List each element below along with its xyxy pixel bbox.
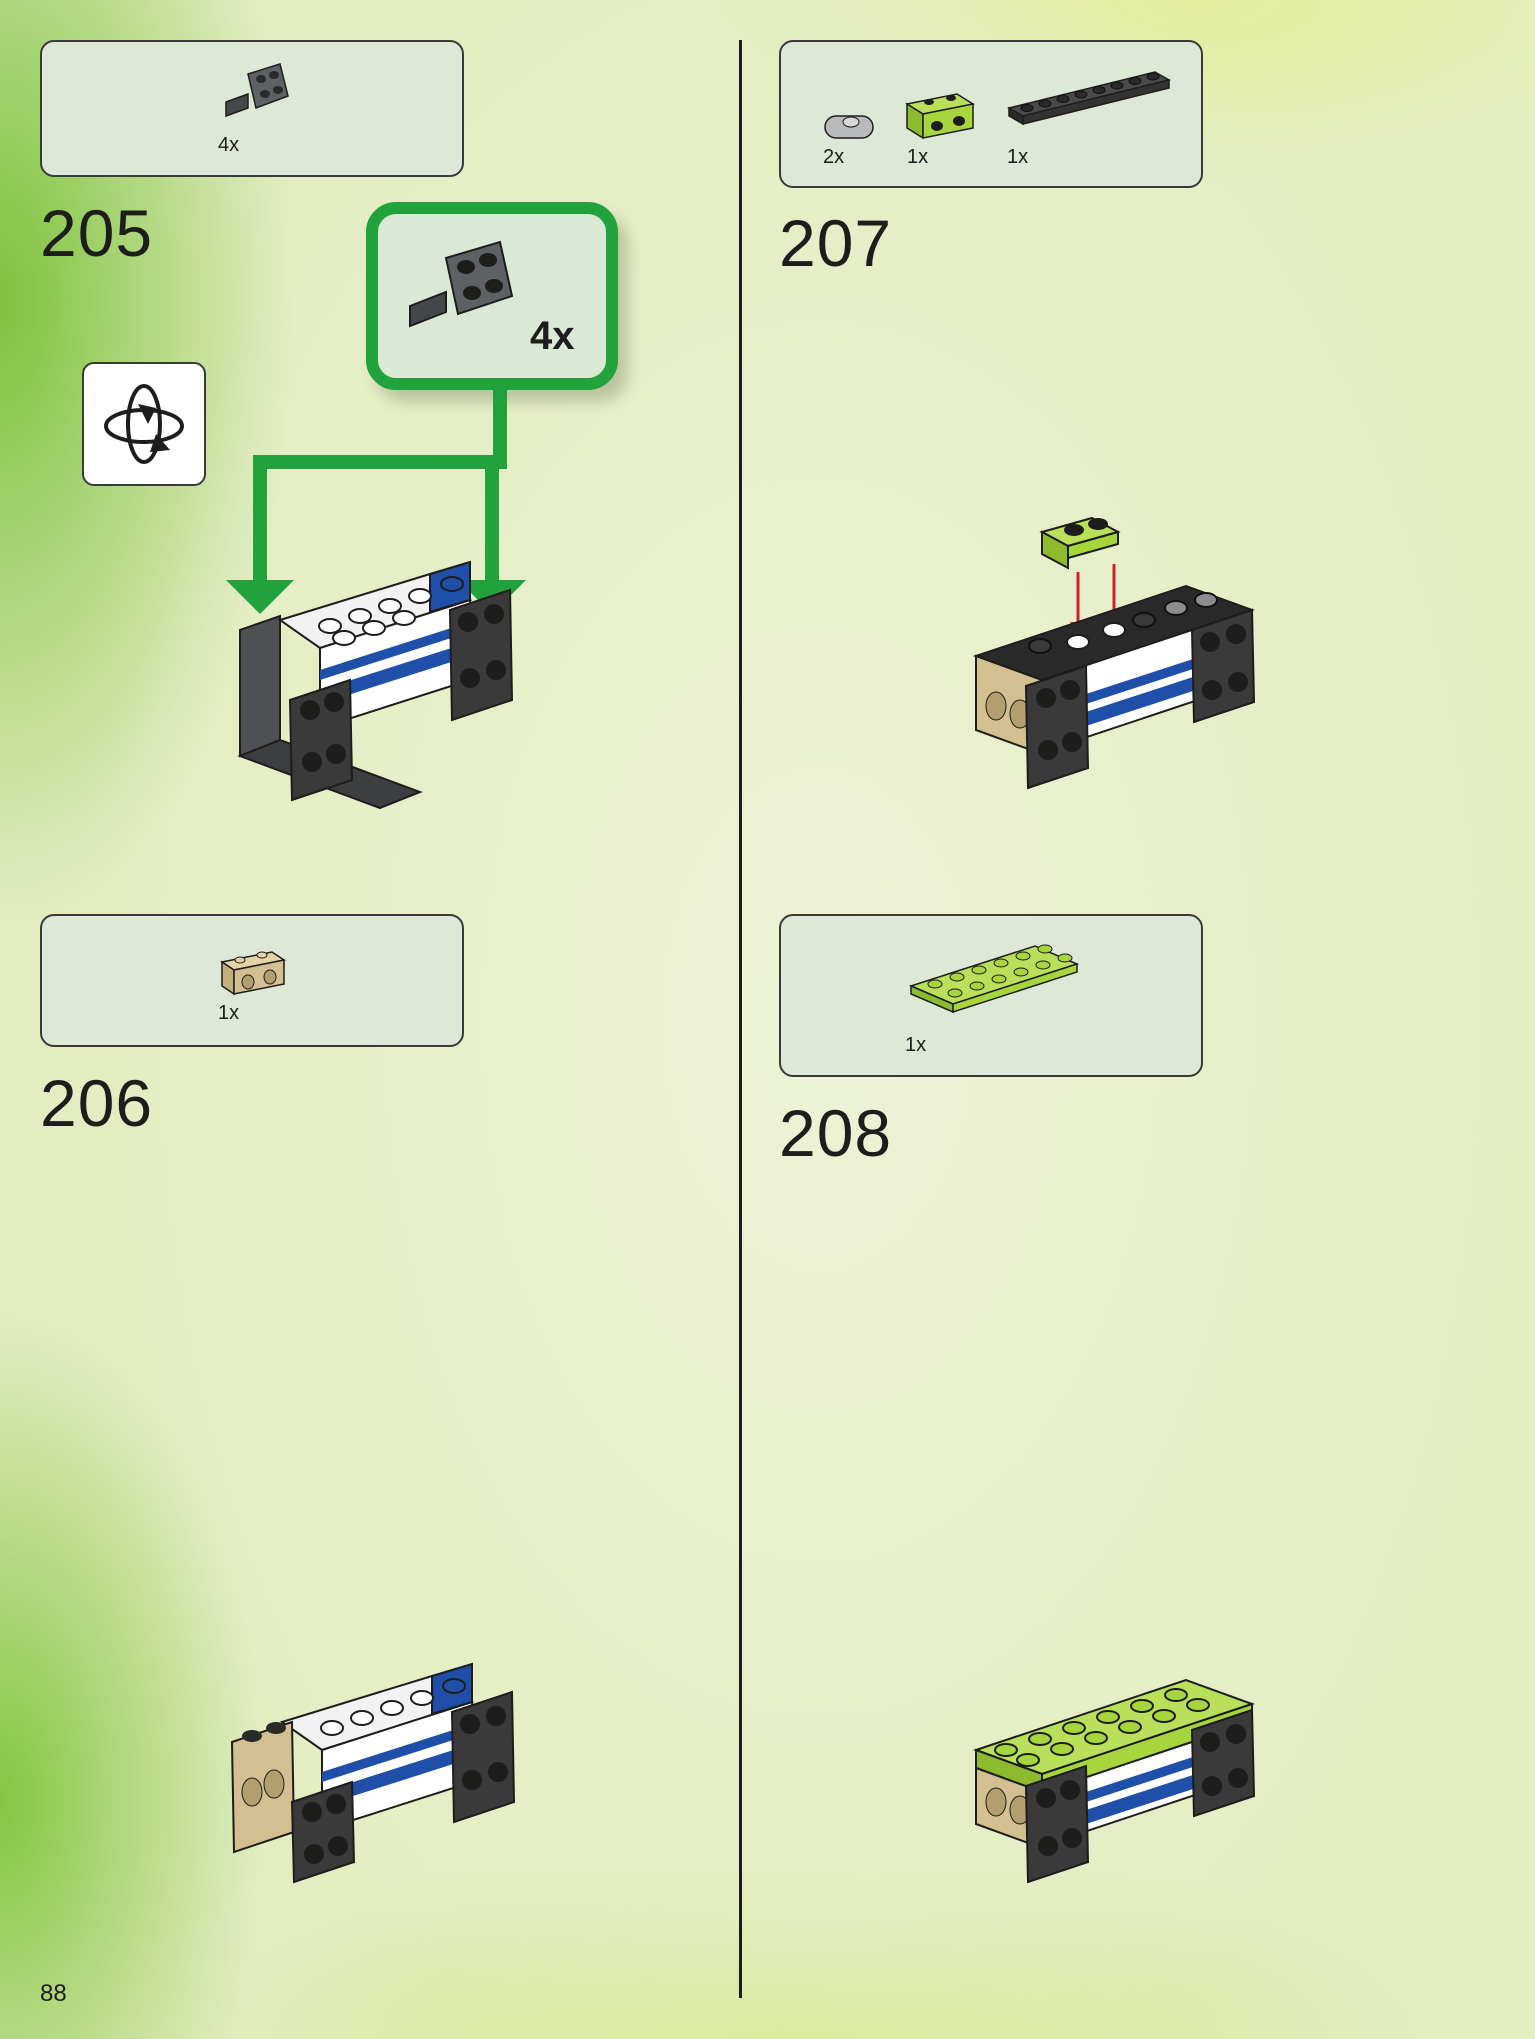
part-qty: 4x: [218, 134, 240, 156]
part-qty: 1x: [905, 1034, 927, 1056]
part-qty: 1x: [907, 146, 929, 168]
model-step-205: [237, 560, 514, 810]
rotate-icon: [104, 384, 184, 464]
step-number-205: 205: [40, 196, 154, 270]
part-qty: 1x: [218, 1002, 240, 1024]
rotate-model-box: [82, 362, 206, 486]
lime-bracket-icon: [905, 93, 975, 140]
black-plate-1x8-icon: [1006, 71, 1172, 126]
model-step-206: [230, 1662, 516, 1884]
callout-box: [366, 202, 618, 390]
step-number-207: 207: [779, 206, 893, 280]
parts-box-205: 4x: [40, 40, 464, 177]
step-number-208: 208: [779, 1096, 893, 1170]
parts-box-207: 2x 1x 1x: [779, 40, 1203, 188]
model-step-207: [972, 516, 1256, 790]
step-number-206: 206: [40, 1066, 154, 1140]
column-divider: [739, 40, 742, 1998]
dark-gray-bracket-icon: [225, 63, 289, 118]
part-qty: 2x: [823, 146, 845, 168]
tan-technic-brick-icon: [220, 951, 286, 996]
lime-plate-2x6-icon: [908, 944, 1080, 1014]
dark-gray-bracket-icon: [409, 240, 514, 328]
page-number: 88: [40, 1980, 67, 2007]
parts-box-206: 1x: [40, 914, 464, 1047]
light-gray-jumper-plate-icon: [824, 115, 874, 139]
parts-box-208: 1x: [779, 914, 1203, 1077]
callout-qty: 4x: [530, 314, 575, 358]
part-qty: 1x: [1007, 146, 1029, 168]
model-step-208: [972, 1678, 1256, 1884]
